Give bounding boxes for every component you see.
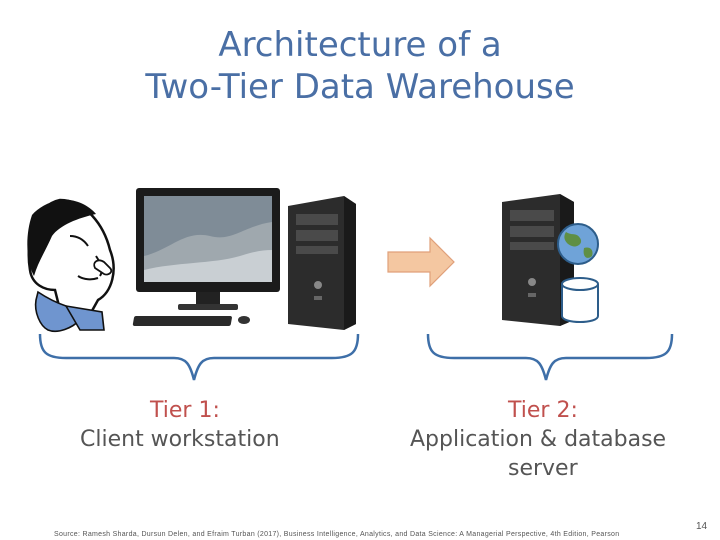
database-icon	[561, 277, 599, 323]
tier-1-description: Client workstation	[80, 427, 280, 452]
globe-icon	[557, 223, 599, 265]
page-number: 14	[696, 521, 708, 532]
source-citation: Source: Ramesh Sharda, Dursun Delen, and…	[54, 531, 620, 538]
title-line-1: Architecture of a	[218, 25, 502, 65]
title-line-2: Two-Tier Data Warehouse	[145, 67, 575, 107]
tier-2-description-line-1: Application & database	[410, 427, 667, 452]
tier-1-caption: Tier 1: Client workstation	[80, 396, 280, 454]
tower-computer-icon	[288, 196, 356, 330]
monitor-icon	[132, 188, 280, 326]
brace-icon	[38, 333, 674, 381]
person-thinking-icon	[27, 198, 115, 333]
tier-2-caption: Tier 2: Application & database server	[410, 396, 666, 483]
arrow-right-icon	[387, 236, 455, 288]
tier-1-label: Tier 1:	[150, 398, 220, 423]
tier-2-label: Tier 2:	[508, 398, 578, 423]
slide-title: Architecture of a Two-Tier Data Warehous…	[0, 24, 720, 108]
tier-2-description-line-2: server	[508, 456, 578, 481]
